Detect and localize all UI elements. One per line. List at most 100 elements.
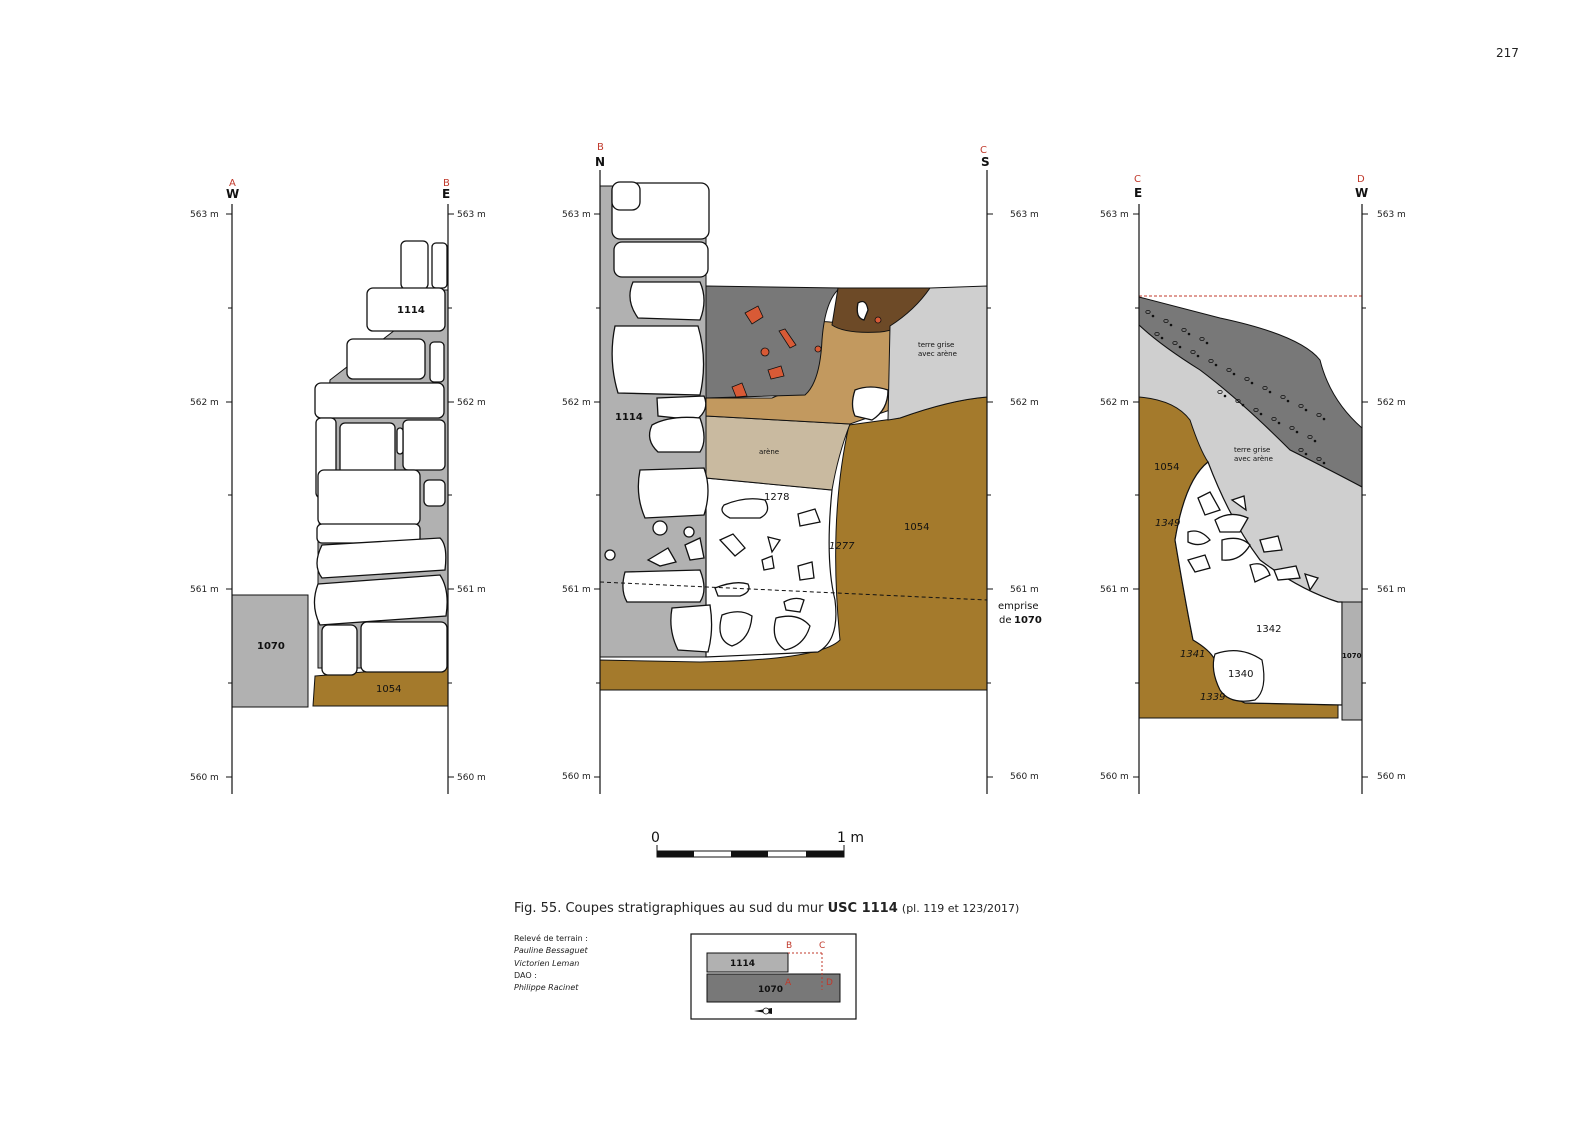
hatch-mark (1235, 398, 1241, 403)
hatch-mark (1208, 358, 1214, 363)
inset-unit-bottom: 1070 (758, 985, 783, 995)
elev-label: 561 m (562, 585, 591, 595)
layer-1070 (1341, 601, 1363, 721)
unit-label: 1114 (615, 412, 643, 423)
hatch-dot (1313, 439, 1317, 443)
elev-label: 561 m (1100, 585, 1129, 595)
unit-label: 1054 (1154, 462, 1179, 473)
section-ab-direction-left: W (226, 187, 239, 201)
hatch-mark (1262, 385, 1268, 390)
unit-label: 1340 (1228, 669, 1253, 680)
unit-label: 1054 (376, 684, 401, 695)
section-bc-direction-right: S (981, 155, 990, 169)
credits-line: Relevé de terrain : (514, 934, 588, 943)
unit-label: 1114 (397, 305, 425, 316)
hatch-dot (1250, 381, 1254, 385)
layer-arene (705, 415, 851, 491)
unit-label: terre grise (918, 341, 954, 349)
hatch-dot (1304, 408, 1308, 412)
hatch-mark (1163, 318, 1169, 323)
hatch-dot (1322, 417, 1326, 421)
hatch-dot (1268, 390, 1272, 394)
unit-label: 1277 (829, 541, 855, 552)
credits: Relevé de terrain : Pauline Bessaguet Vi… (514, 933, 588, 994)
section-c-d: C E D W 563 m 562 m 561 m 560 m 563 m 56… (1100, 174, 1406, 794)
hatch-mark (1145, 309, 1151, 314)
elev-label: 560 m (1010, 772, 1039, 782)
hatch-mark (1280, 394, 1286, 399)
elev-label: 563 m (190, 210, 219, 220)
hatch-dot (1286, 399, 1290, 403)
hatch-dot (1187, 332, 1191, 336)
elev-label: 562 m (190, 398, 219, 408)
elev-label: 561 m (457, 585, 486, 595)
scale-zero: 0 (651, 830, 660, 846)
section-cd-letter-right: D (1357, 174, 1365, 185)
unit-label: 1339 (1200, 692, 1225, 703)
hatch-dot (1232, 372, 1236, 376)
elev-label: 563 m (457, 210, 486, 220)
unit-label: avec arène (1234, 455, 1273, 463)
section-bc-letter-left: B (597, 142, 604, 153)
hatch-mark (1316, 456, 1322, 461)
emprise-label: de (999, 615, 1012, 626)
emprise-label: emprise (998, 601, 1039, 612)
section-ab-letter-right: B (443, 178, 450, 189)
elev-label: 563 m (1377, 210, 1406, 220)
hatch-dot (1241, 403, 1245, 407)
elev-label: 562 m (562, 398, 591, 408)
section-cd-letter-left: C (1134, 174, 1141, 185)
unit-label: 1278 (764, 492, 789, 503)
wall-stones (604, 181, 713, 653)
hatch-mark (1316, 412, 1322, 417)
elev-label: 560 m (562, 772, 591, 782)
hatch-mark (1298, 447, 1304, 452)
hatch-mark (1217, 389, 1223, 394)
hatch-mark (1226, 367, 1232, 372)
inset-letter: D (826, 978, 833, 988)
section-bc-direction-left: N (595, 155, 605, 169)
elev-label: 563 m (1100, 210, 1129, 220)
credits-line: DAO : (514, 970, 537, 980)
inset-letter: A (785, 978, 792, 988)
hatch-mark (1289, 425, 1295, 430)
hatch-mark (1172, 340, 1178, 345)
page-number: 217 (1496, 46, 1519, 60)
scale-one: 1 m (837, 830, 864, 846)
red-inclusions (731, 305, 882, 398)
elev-label: 560 m (1377, 772, 1406, 782)
layer-1340 (1212, 650, 1265, 702)
elev-label: 562 m (1010, 398, 1039, 408)
hatch-dot (1196, 354, 1200, 358)
inset-letter: C (819, 941, 825, 951)
unit-label: 1341 (1180, 649, 1205, 660)
elev-label: 562 m (457, 398, 486, 408)
figure-caption: Fig. 55. Coupes stratigraphiques au sud … (514, 901, 1019, 916)
hatch-dot (1277, 421, 1281, 425)
caption-bold: USC 1114 (827, 901, 898, 916)
section-a-b: A W B E 563 m 562 m 561 m 560 m 563 m 56… (190, 178, 486, 794)
elev-label: 563 m (562, 210, 591, 220)
scale-bar: 0 1 m (651, 830, 864, 858)
section-b-c: B N C S 563 m 562 m 561 m 560 m 563 m 56… (562, 142, 1042, 794)
credits-line: Philippe Racinet (514, 983, 579, 993)
elev-label: 561 m (1010, 585, 1039, 595)
elev-label: 563 m (1010, 210, 1039, 220)
hatch-mark (1154, 331, 1160, 336)
hatch-dot (1169, 323, 1173, 327)
layer-1070 (231, 594, 309, 708)
unit-label: 1349 (1155, 518, 1180, 529)
elev-label: 560 m (457, 773, 486, 783)
caption-ref: (pl. 119 et 123/2017) (901, 902, 1020, 915)
unit-label: 1070 (1342, 652, 1362, 660)
fill-stones-1342 (1187, 491, 1320, 592)
unit-label: avec arène (918, 350, 957, 358)
hatch-dot (1205, 341, 1209, 345)
section-ab-letter-left: A (229, 178, 236, 189)
unit-label: terre grise (1234, 446, 1270, 454)
elev-label: 561 m (1377, 585, 1406, 595)
elev-label: 561 m (190, 585, 219, 595)
hatch-dot (1151, 314, 1155, 318)
hatch-mark (1190, 349, 1196, 354)
